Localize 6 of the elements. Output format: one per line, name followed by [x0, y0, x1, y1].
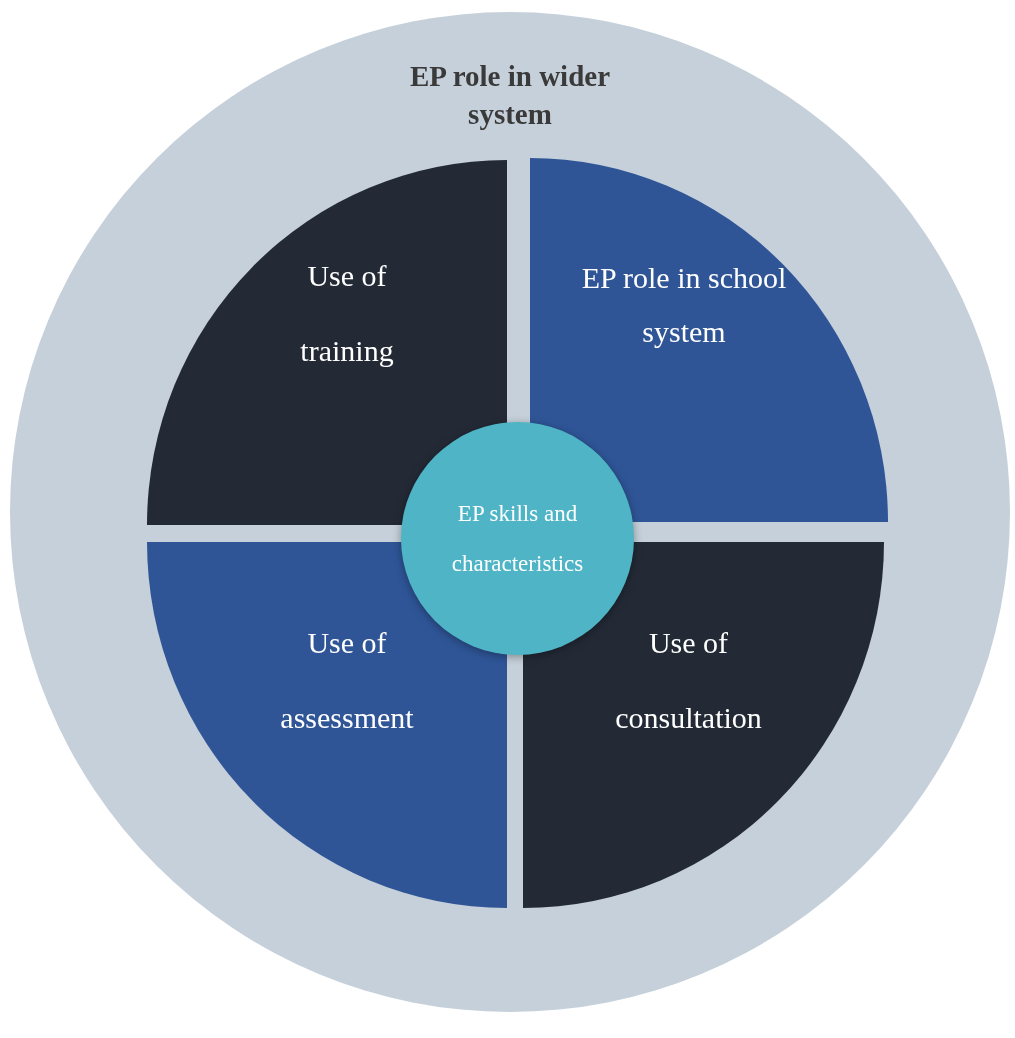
circle-title: EP role in wider system [408, 59, 611, 132]
segment-label: Use of assessment [279, 625, 415, 736]
segment-label: EP skills and characteristics [450, 499, 585, 578]
segment-label: Use of training [299, 257, 395, 369]
segment-label: Use of consultation [614, 625, 763, 736]
segment-label: EP role in school system [580, 260, 788, 350]
